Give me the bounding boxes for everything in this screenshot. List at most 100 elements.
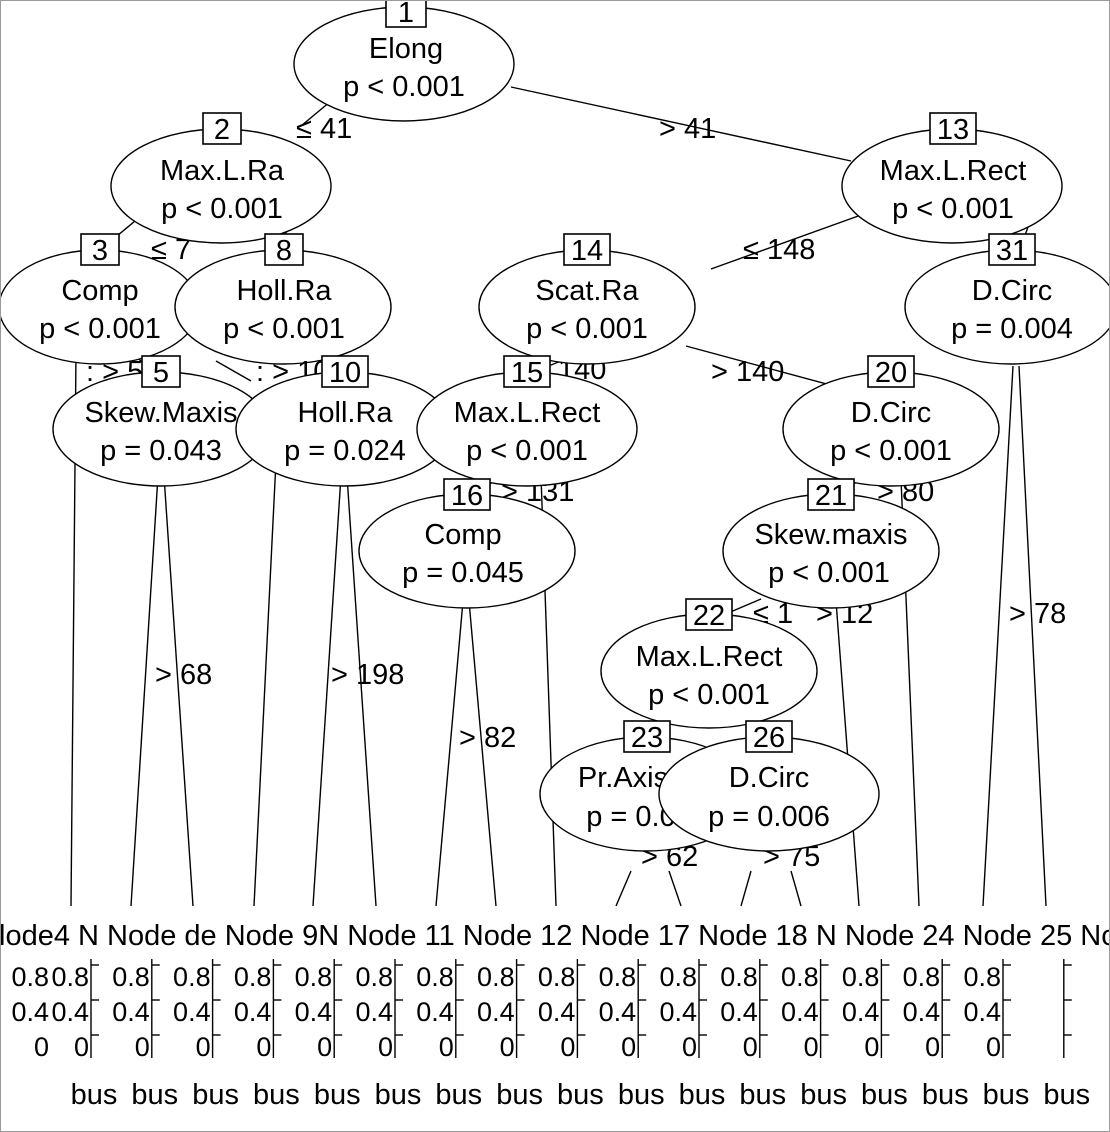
node-pvalue: p < 0.001	[223, 313, 345, 345]
tick-label: 0.8	[599, 962, 637, 992]
class-label: bus	[435, 1079, 482, 1111]
edge-label-le148: ≤ 148	[743, 234, 815, 266]
tick-label: 0.4	[355, 997, 393, 1027]
node-variable: D.Circ	[851, 397, 932, 429]
terminal-panel: bus	[1043, 959, 1090, 1111]
node-variable: Max.L.Rect	[636, 641, 783, 673]
terminal-panel: 0.8 0.4 0 bus	[295, 959, 361, 1111]
node-id: 20	[875, 357, 907, 389]
node-pvalue: p < 0.001	[343, 71, 465, 103]
tick-label: 0	[135, 1032, 150, 1062]
node-id: 15	[511, 357, 543, 389]
node-pvalue: p < 0.001	[830, 435, 952, 467]
tick-label: 0.4	[720, 997, 758, 1027]
tick-label: 0	[500, 1032, 515, 1062]
edge-16-18	[468, 600, 497, 907]
edge-label-gt41: > 41	[659, 113, 716, 145]
tick-label: 0.4	[234, 997, 272, 1027]
tick-label: 0.8	[112, 962, 150, 992]
class-label: bus	[922, 1079, 969, 1111]
node-13: 13 Max.L.Rect p < 0.001	[841, 112, 1063, 244]
node-id: 2	[214, 114, 230, 146]
class-label: bus	[253, 1079, 300, 1111]
class-label: bus	[983, 1079, 1030, 1111]
node-id: 21	[815, 480, 847, 512]
node-variable: Scat.Ra	[535, 275, 639, 307]
tick-label: 0.4	[963, 997, 1001, 1027]
terminal-header: lode4 N Node de Node 9N Node 11 Node 12 …	[1, 920, 1110, 952]
tick-label: 0.8	[11, 962, 49, 992]
class-label: bus	[679, 1079, 726, 1111]
node-id: 31	[996, 235, 1028, 267]
node-2: 2 Max.L.Ra p < 0.001	[110, 112, 332, 244]
tick-label: 0.8	[659, 962, 697, 992]
class-label: bus	[1043, 1079, 1090, 1111]
node-31: 31 D.Circ p = 0.004	[904, 233, 1109, 365]
terminal-panel: 0.8 0.4 0 bus	[963, 959, 1029, 1111]
tick-label: 0.8	[963, 962, 1001, 992]
node-pvalue: p = 0.045	[402, 557, 524, 589]
node-variable: Max.L.Ra	[160, 155, 285, 187]
tick-label: 0	[560, 1032, 575, 1062]
terminal-panel: 0.8 0.4 0 bus	[903, 959, 969, 1111]
tick-label: 0.8	[51, 962, 89, 992]
class-label: bus	[739, 1079, 786, 1111]
node-1: 1 Elong p < 0.001	[293, 1, 515, 122]
tick-label: 0.4	[659, 997, 697, 1027]
edge-label-gt140: > 140	[711, 356, 784, 388]
tick-label: 0.8	[903, 962, 941, 992]
class-label: bus	[496, 1079, 543, 1111]
tick-label: 0.4	[112, 997, 150, 1027]
tick-label: 0.8	[295, 962, 333, 992]
node-10: 10 Holl.Ra p = 0.024	[235, 355, 453, 487]
tick-label: 0.8	[538, 962, 576, 992]
tick-label: 0.4	[173, 997, 211, 1027]
node-variable: Skew.Maxis	[84, 397, 237, 429]
edge-label-gt82: > 82	[459, 722, 516, 754]
node-pvalue: p = 0.004	[951, 313, 1073, 345]
tick-label: 0.4	[538, 997, 576, 1027]
node-variable: Comp	[61, 275, 138, 307]
node-id: 22	[693, 600, 725, 632]
tick-label: 0.8	[781, 962, 819, 992]
node-5: 5 Skew.Maxis p = 0.043	[52, 355, 270, 487]
class-label: bus	[314, 1079, 361, 1111]
terminal-panel: 0.8 0.4 0 bus	[538, 959, 604, 1111]
tick-label: 0.8	[234, 962, 272, 992]
node-id: 14	[571, 235, 603, 267]
tick-label: 0.4	[903, 997, 941, 1027]
node-26: 26 D.Circ p = 0.006	[658, 720, 880, 852]
edge-label-le41: ≤ 41	[296, 113, 352, 145]
node-variable: Holl.Ra	[297, 397, 393, 429]
node-id-box	[385, 1, 427, 28]
tick-label: 0.4	[295, 997, 333, 1027]
tick-label: 0	[317, 1032, 332, 1062]
class-label: bus	[557, 1079, 604, 1111]
node-variable: Pr.Axis	[578, 762, 668, 794]
node-8: 8 Holl.Ra p < 0.001	[174, 233, 392, 365]
edge-26-27	[740, 870, 752, 907]
tick-label: 0.4	[477, 997, 515, 1027]
edge-31-32	[982, 365, 1014, 907]
edge-26-28	[790, 870, 802, 907]
tick-label: 0	[439, 1032, 454, 1062]
edge-10-11	[312, 475, 342, 907]
tick-label: 0	[986, 1032, 1001, 1062]
tick-label: 0	[256, 1032, 271, 1062]
tick-label: 0	[925, 1032, 940, 1062]
edge-label-gt198: > 198	[331, 659, 404, 691]
node-22: 22 Max.L.Rect p < 0.001	[600, 598, 818, 729]
edge-1-13	[510, 86, 852, 162]
edge-16-17	[435, 600, 464, 907]
edge-31-33	[1018, 365, 1047, 907]
terminal-panels: 0.8 0.4 0 bus 0.8 0.4 0 bus 0.8 0.4 0 bus 0.8 0.4 0 bus…	[11, 959, 1090, 1111]
edge-23-24	[615, 870, 632, 907]
node-id: 5	[153, 357, 169, 389]
